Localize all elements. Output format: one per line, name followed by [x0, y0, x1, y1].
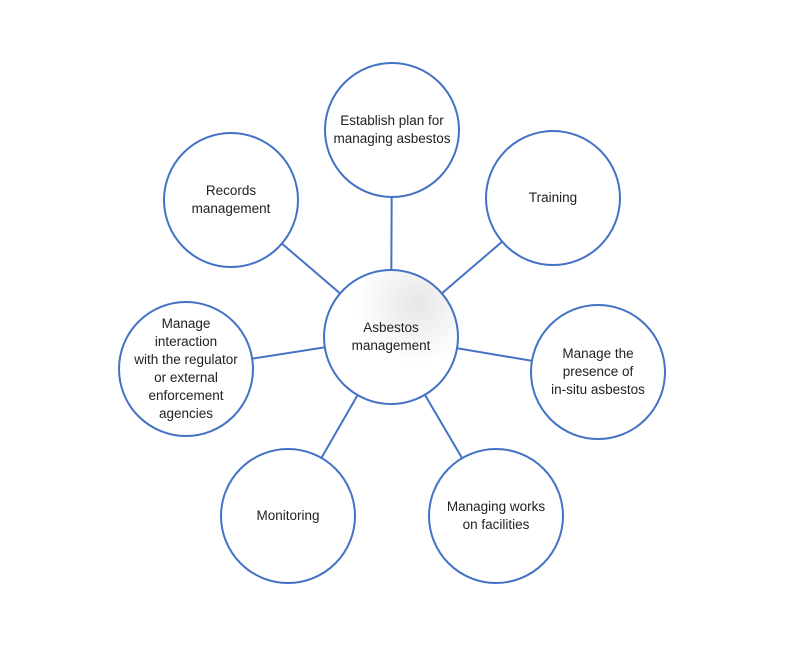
node-monitoring: Monitoring	[220, 448, 356, 584]
node-establish-plan: Establish plan for managing asbestos	[324, 62, 460, 198]
node-regulator-interaction: Manage interaction with the regulator or…	[118, 301, 254, 437]
node-managing-works: Managing works on facilities	[428, 448, 564, 584]
node-training: Training	[485, 130, 621, 266]
node-in-situ-asbestos: Manage the presence of in-situ asbestos	[530, 304, 666, 440]
node-records-management: Records management	[163, 132, 299, 268]
node-asbestos-management-center: Asbestos management	[323, 269, 459, 405]
